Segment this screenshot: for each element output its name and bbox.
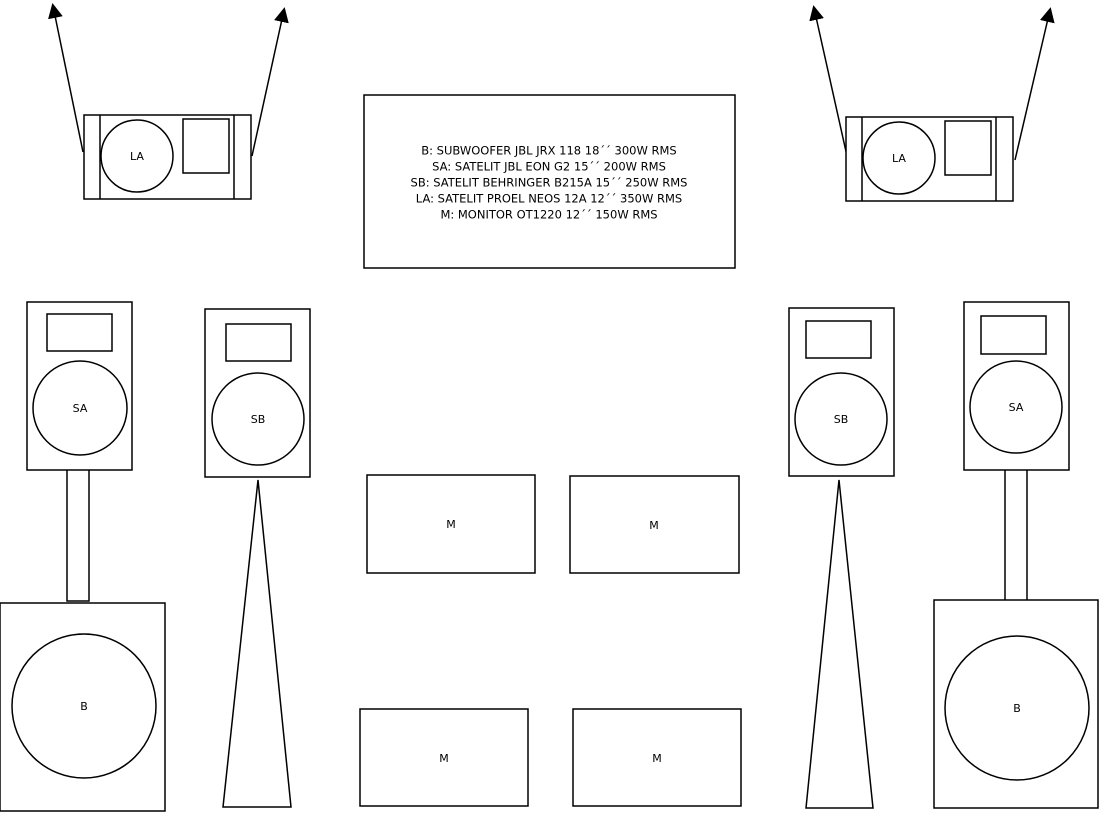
speaker-label: LA [892, 152, 906, 165]
satellite-sb-left: SB [204, 308, 311, 808]
subwoofer-left: B [0, 602, 166, 812]
satellite-sa-right: SA [963, 301, 1070, 603]
speaker-label: SA [73, 402, 88, 415]
legend-item: LA: SATELIT PROEL NEOS 12A 12´´ 350W RMS [416, 192, 682, 206]
speaker-label: M [446, 518, 456, 531]
speaker-label: B [1013, 702, 1021, 715]
line-array-left: LA [48, 3, 289, 200]
speaker-label: SB [834, 413, 849, 426]
monitor: M [359, 708, 529, 807]
legend-item: M: MONITOR OT1220 12´´ 150W RMS [440, 208, 657, 222]
legend-item: B: SUBWOOFER JBL JRX 118 18´´ 300W RMS [421, 144, 676, 158]
speaker-label: SA [1009, 401, 1024, 414]
arrow-icon [251, 7, 289, 157]
subwoofer-right: B [933, 599, 1099, 809]
monitor: M [572, 708, 742, 807]
arrow-icon [809, 5, 848, 157]
arrow-icon [1014, 7, 1055, 161]
legend-item: SB: SATELIT BEHRINGER B215A 15´´ 250W RM… [411, 176, 688, 190]
speaker-label: M [439, 752, 449, 765]
legend-item: SA: SATELIT JBL EON G2 15´´ 200W RMS [432, 160, 666, 174]
legend-box: B: SUBWOOFER JBL JRX 118 18´´ 300W RMS S… [363, 94, 736, 269]
monitor: M [569, 475, 740, 574]
speaker-label: LA [130, 150, 144, 163]
speaker-label: SB [251, 413, 266, 426]
speaker-label: B [80, 700, 88, 713]
speaker-label: M [652, 752, 662, 765]
monitor: M [366, 474, 536, 574]
line-array-right: LA [809, 5, 1055, 202]
arrow-icon [48, 3, 84, 153]
speaker-label: M [649, 519, 659, 532]
satellite-sb-right: SB [788, 307, 895, 809]
satellite-sa-left: SA [26, 301, 133, 602]
